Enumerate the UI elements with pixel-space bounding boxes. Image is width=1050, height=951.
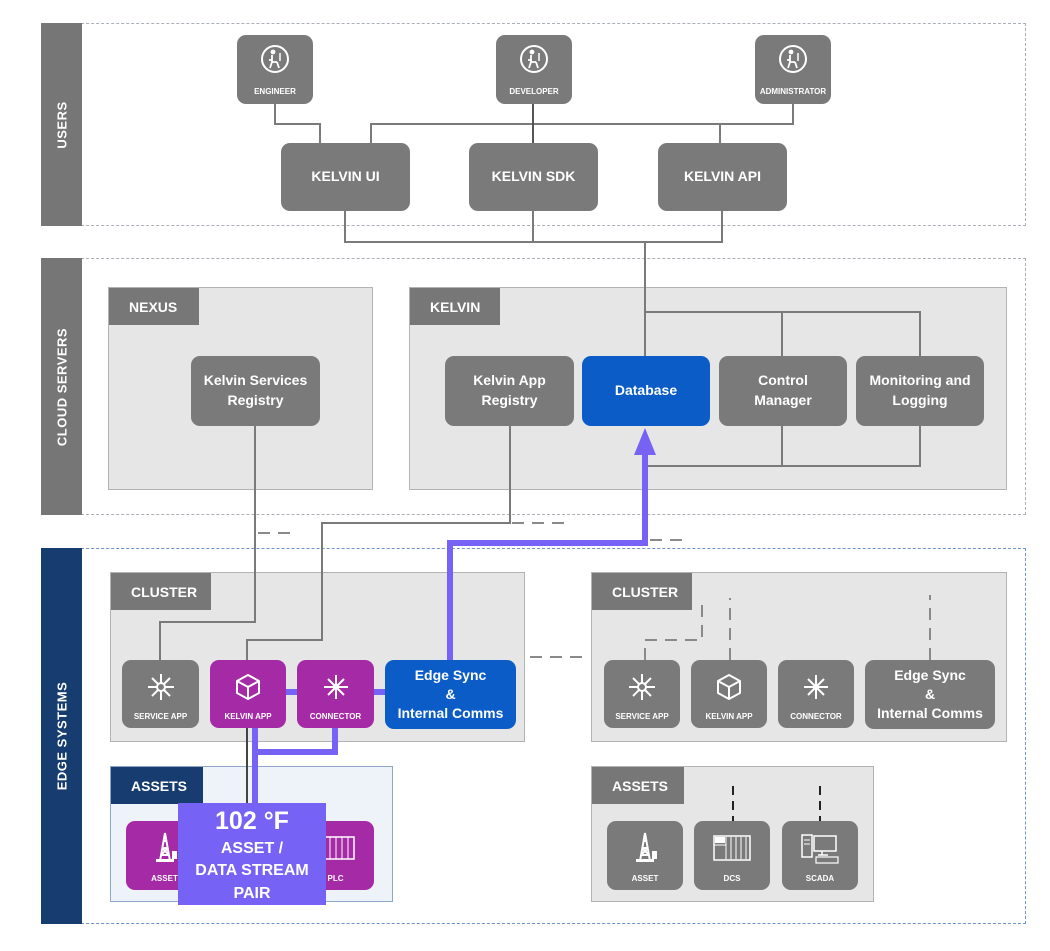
- scada-label: SCADA: [805, 873, 835, 883]
- users-sidebar: USERS: [41, 23, 82, 226]
- oil-rig-icon: [155, 832, 177, 862]
- connector-right-label: CONNECTOR: [790, 711, 842, 721]
- asset-data-stream-callout[interactable]: 102 °F ASSET / DATA STREAM PAIR: [178, 803, 326, 905]
- kelvin-app-left[interactable]: KELVIN APP: [210, 660, 286, 728]
- engineer-icon: [261, 45, 289, 73]
- kelvin-ui-box[interactable]: KELVIN UI: [281, 143, 410, 211]
- kelvin-sdk-box[interactable]: KELVIN SDK: [469, 143, 598, 211]
- service-app-left-label: SERVICE APP: [133, 711, 188, 721]
- administrator-label: ADMINISTRATOR: [759, 87, 827, 96]
- edge-sidebar: EDGE SYSTEMS: [41, 548, 82, 924]
- kelvin-app-left-label: KELVIN APP: [224, 711, 272, 721]
- dcs-icon: [713, 835, 751, 861]
- connector-left[interactable]: CONNECTOR: [297, 660, 374, 728]
- cluster-left-tab: CLUSTER: [111, 573, 211, 610]
- kelvin-app-right[interactable]: KELVIN APP: [691, 660, 767, 728]
- dcs-label: DCS: [723, 873, 741, 883]
- developer-user[interactable]: DEVELOPER: [496, 35, 572, 104]
- developer-label: DEVELOPER: [509, 87, 559, 96]
- service-app-icon: [629, 674, 655, 700]
- engineer-label: ENGINEER: [254, 87, 296, 96]
- service-app-left[interactable]: SERVICE APP: [122, 660, 199, 728]
- connector-icon: [804, 675, 828, 699]
- kelvin-tab: KELVIN: [410, 288, 500, 325]
- cloud-sidebar: CLOUD SERVERS: [41, 258, 82, 515]
- database-box[interactable]: Database: [582, 356, 710, 426]
- kelvin-api-box[interactable]: KELVIN API: [658, 143, 787, 211]
- dcs-box[interactable]: DCS: [694, 821, 770, 890]
- service-app-right[interactable]: SERVICE APP: [604, 660, 680, 728]
- kelvin-app-registry-box[interactable]: Kelvin App Registry: [445, 356, 574, 426]
- assets-right-tab: ASSETS: [592, 767, 684, 804]
- callout-line-3: PAIR: [233, 884, 271, 902]
- scada-computer-icon: [801, 834, 839, 864]
- plc-left-label: PLC: [327, 873, 344, 883]
- asset-right-label: ASSET: [631, 873, 659, 883]
- asset-left-label: ASSET: [151, 873, 178, 883]
- connector-left-label: CONNECTOR: [309, 711, 362, 721]
- callout-line-1: ASSET /: [220, 840, 284, 857]
- control-manager-box[interactable]: Control Manager: [719, 356, 847, 426]
- edge-sync-left-line3: Internal Comms: [397, 704, 504, 721]
- kelvin-app-right-label: KELVIN APP: [705, 711, 753, 721]
- asset-right[interactable]: ASSET: [607, 821, 683, 890]
- edge-sync-left-line2: &: [445, 686, 456, 703]
- edge-sync-right-line2: &: [924, 686, 936, 703]
- oil-rig-icon: [636, 832, 657, 862]
- edge-sync-right-line3: Internal Comms: [877, 704, 983, 721]
- cluster-right-tab: CLUSTER: [592, 573, 692, 610]
- cube-icon: [236, 674, 260, 700]
- assets-left-tab: ASSETS: [111, 767, 203, 804]
- cube-icon: [717, 674, 741, 700]
- developer-icon: [520, 45, 548, 73]
- callout-line-2: DATA STREAM: [195, 862, 309, 880]
- edge-sync-right-line1: Edge Sync: [894, 667, 966, 684]
- service-app-right-label: SERVICE APP: [615, 711, 669, 721]
- connector-right[interactable]: CONNECTOR: [778, 660, 854, 728]
- monitoring-logging-box[interactable]: Monitoring and Logging: [856, 356, 984, 426]
- edge-sync-left[interactable]: Edge Sync & Internal Comms: [385, 660, 516, 729]
- edge-sync-left-line1: Edge Sync: [414, 667, 487, 684]
- nexus-tab: NEXUS: [109, 288, 199, 325]
- scada-box[interactable]: SCADA: [782, 821, 858, 890]
- administrator-icon: [779, 45, 807, 73]
- callout-temperature-value: 102 °F: [215, 807, 289, 835]
- edge-sync-right[interactable]: Edge Sync & Internal Comms: [865, 660, 995, 729]
- connector-icon: [323, 675, 348, 699]
- engineer-user[interactable]: ENGINEER: [237, 35, 313, 104]
- administrator-user[interactable]: ADMINISTRATOR: [755, 35, 831, 104]
- kelvin-services-registry-box[interactable]: Kelvin Services Registry: [191, 356, 320, 426]
- service-app-icon: [147, 674, 174, 700]
